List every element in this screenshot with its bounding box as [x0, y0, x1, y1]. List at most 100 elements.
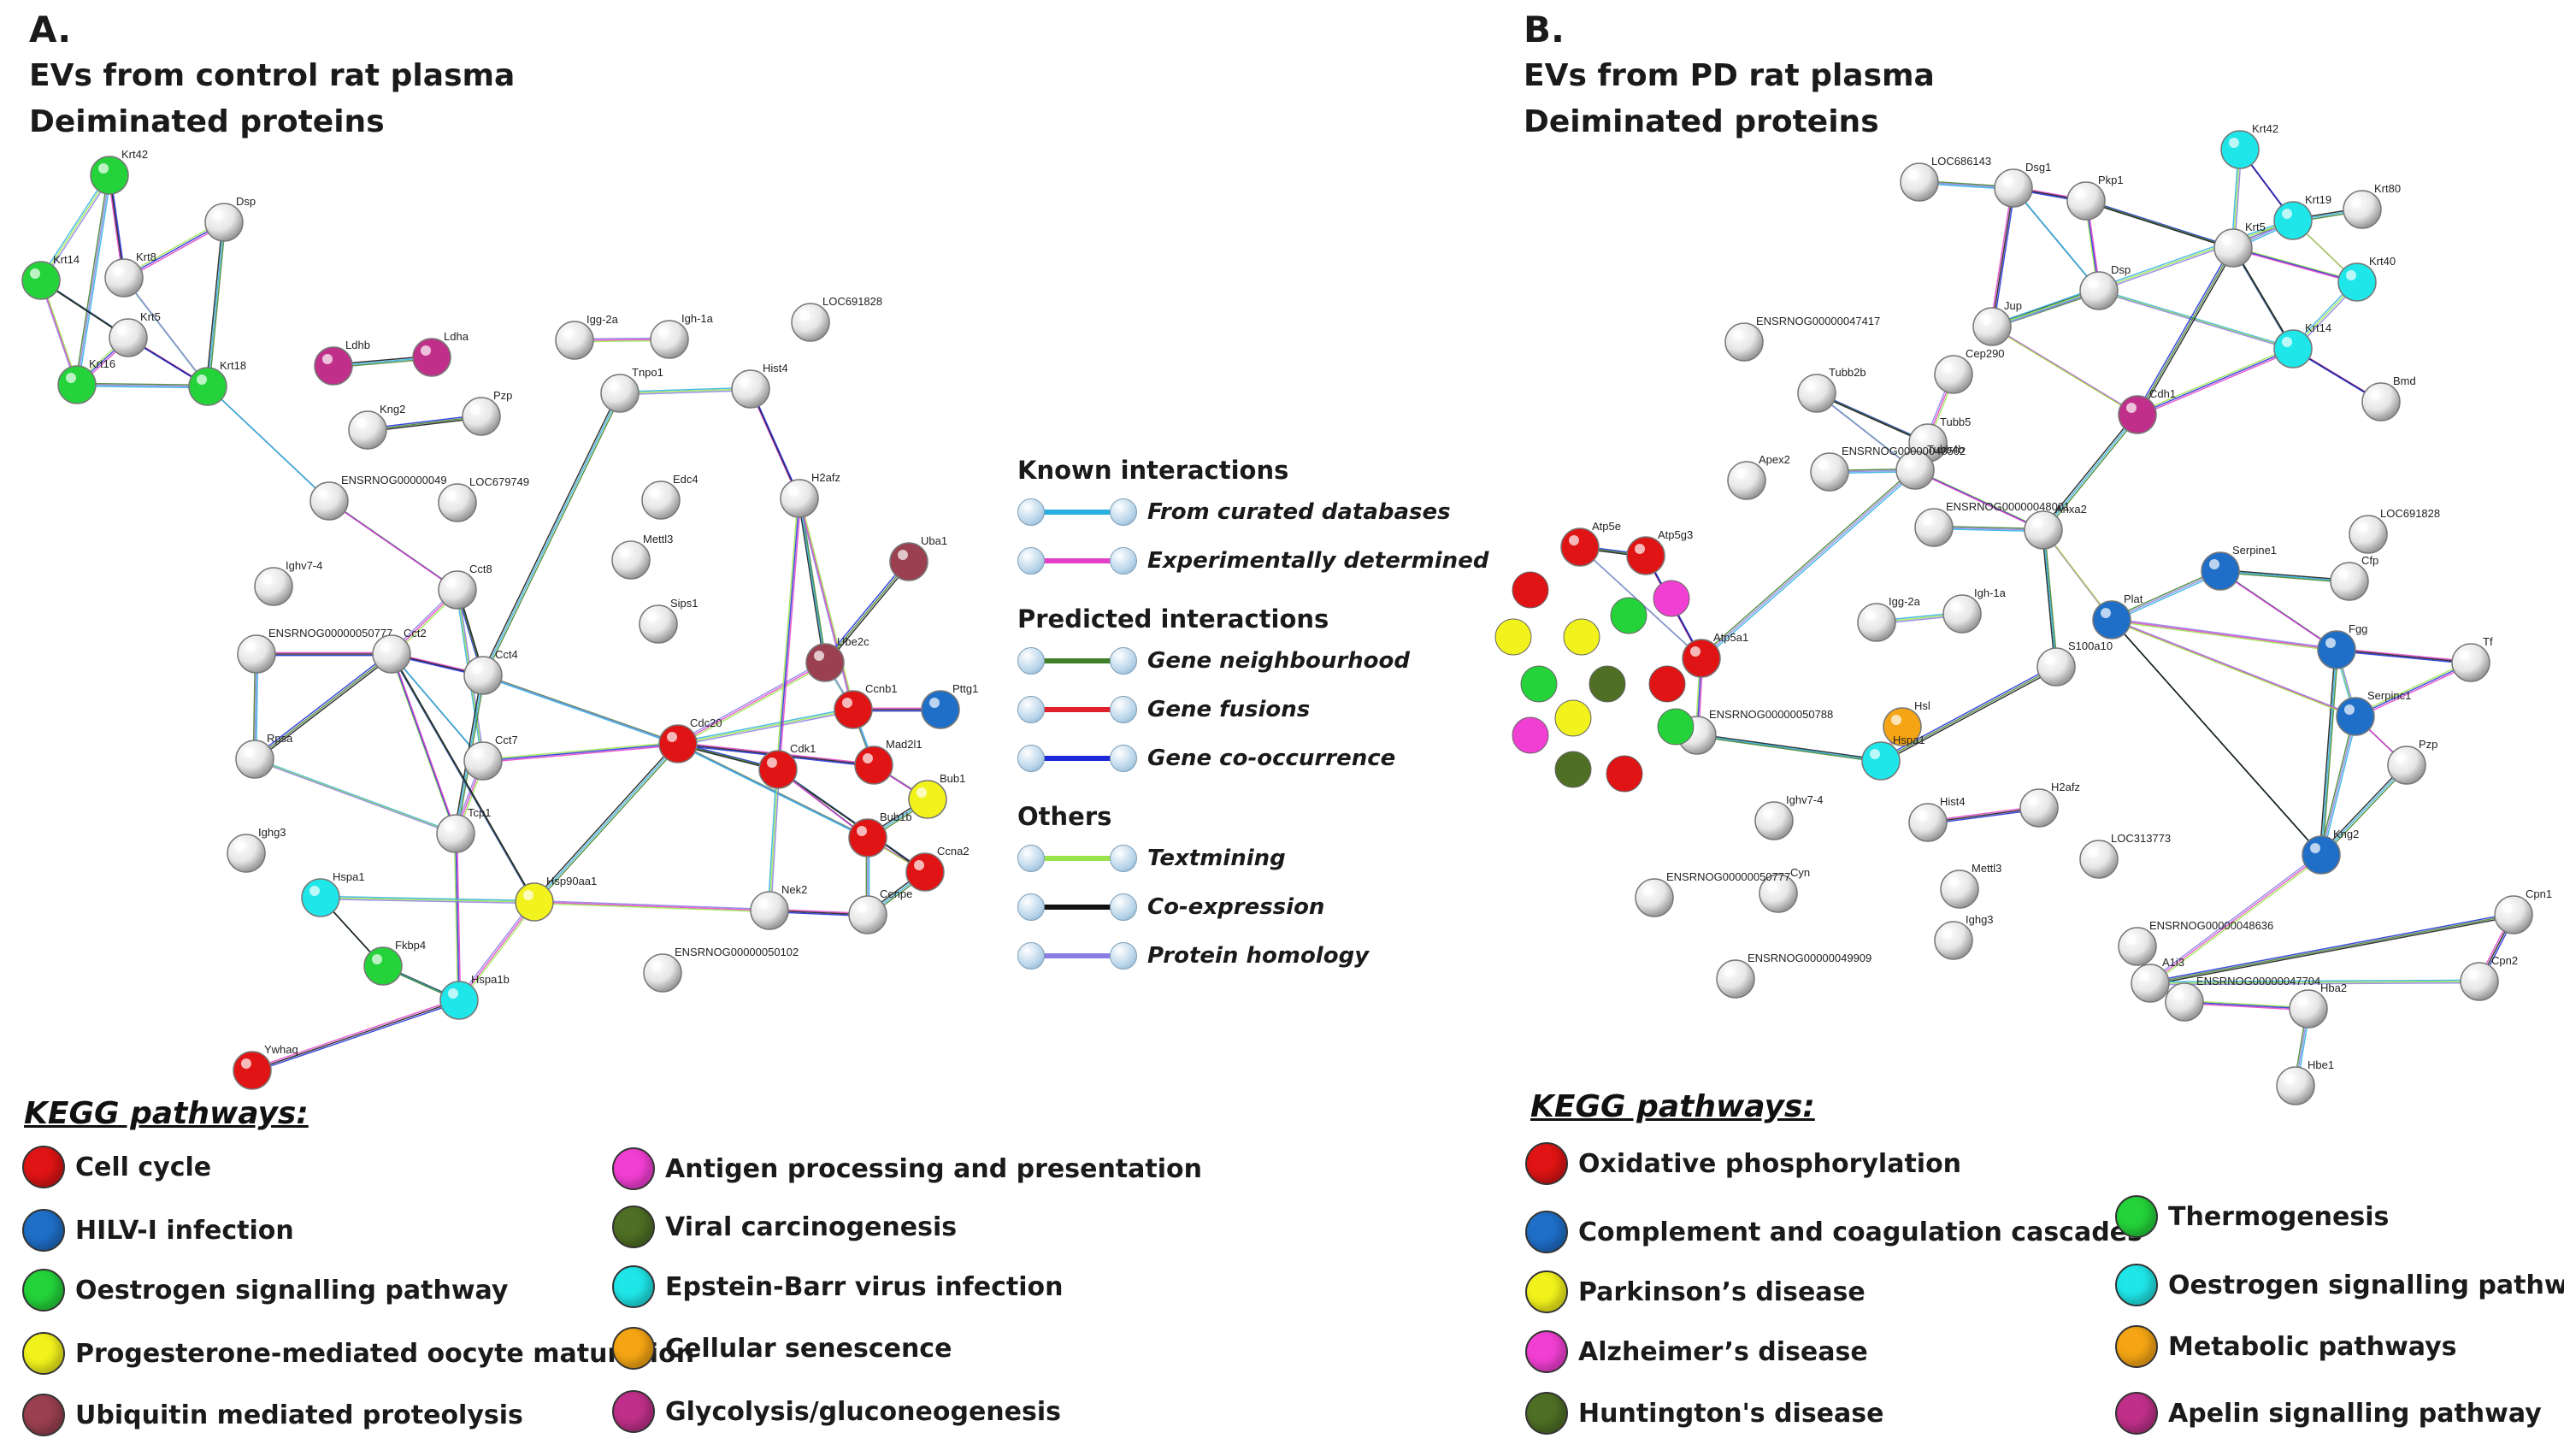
protein-node-ball[interactable] [1554, 751, 1592, 788]
protein-node[interactable]: Cenpe [848, 887, 912, 934]
protein-node-ball[interactable] [1994, 168, 2033, 208]
protein-node-ball[interactable] [2337, 262, 2377, 302]
protein-node[interactable]: Nek2 [750, 883, 807, 930]
protein-node[interactable]: Mettl3 [1940, 862, 2001, 909]
protein-node-ball[interactable] [2019, 788, 2059, 828]
protein-node[interactable]: Cct2 [372, 627, 427, 674]
protein-node[interactable]: Dsg1 [1994, 161, 2051, 208]
protein-node[interactable]: Sips1 [639, 597, 698, 644]
protein-node[interactable]: Krt42 [90, 148, 148, 195]
protein-node[interactable]: Tnpo1 [600, 366, 663, 413]
protein-node-ball[interactable] [1727, 461, 1766, 500]
protein-node-ball[interactable] [1942, 594, 1982, 634]
protein-node[interactable]: Krt18 [188, 359, 246, 406]
protein-node[interactable]: Jup [1972, 299, 2022, 346]
protein-node-ball[interactable] [1797, 374, 1836, 413]
protein-node[interactable]: Pzp [462, 389, 512, 436]
protein-node-ball[interactable] [1653, 580, 1690, 617]
protein-node[interactable]: LOC686143 [1900, 155, 1991, 202]
protein-node[interactable]: Atp5g3 [1626, 528, 1693, 575]
protein-node[interactable]: Cdk1 [758, 742, 816, 789]
protein-node-ball[interactable] [2131, 964, 2170, 1003]
protein-node[interactable]: ENSRNOG00000048636 [2118, 919, 2273, 966]
protein-node[interactable]: Igh-1a [1942, 587, 2007, 634]
protein-node[interactable]: Serpinc1 [2336, 689, 2411, 736]
protein-node-ball[interactable] [1682, 639, 1721, 678]
protein-node-ball[interactable] [1635, 878, 1674, 917]
protein-node[interactable]: Igg-2a [555, 313, 619, 360]
protein-node[interactable]: Cct7 [463, 734, 518, 781]
protein-node-ball[interactable] [2036, 647, 2076, 687]
protein-node[interactable]: ENSRNOG00000048502 [1810, 445, 1966, 492]
protein-node[interactable]: ENSRNOG00000050777 [1635, 870, 1790, 917]
protein-node[interactable]: Krt14 [2273, 321, 2331, 368]
protein-node[interactable]: Ldhb [314, 339, 370, 386]
protein-node-ball[interactable] [1494, 618, 1532, 656]
protein-node[interactable]: Ighv7-4 [1754, 793, 1823, 840]
protein-node[interactable]: Hba2 [2289, 981, 2347, 1029]
protein-node[interactable]: Ighg3 [227, 826, 286, 873]
protein-node[interactable]: Bub1b [848, 811, 912, 858]
protein-node[interactable]: Kng2 [2302, 828, 2359, 875]
protein-node[interactable]: Plat [2092, 592, 2143, 640]
protein-node-ball[interactable] [1940, 869, 1979, 909]
protein-node-ball[interactable] [2451, 643, 2490, 682]
protein-node[interactable]: Tcp1 [436, 806, 491, 853]
protein-node[interactable]: Atp5a1 [1682, 631, 1748, 678]
protein-node-ball[interactable] [2302, 835, 2341, 875]
protein-node[interactable]: ENSRNOG00000050102 [643, 946, 799, 993]
protein-node[interactable]: Pttg1 [921, 682, 978, 729]
protein-node-ball[interactable] [2276, 1066, 2315, 1105]
protein-node-ball[interactable] [1512, 571, 1549, 609]
protein-node-ball[interactable] [2213, 228, 2253, 268]
protein-node-ball[interactable] [2201, 551, 2240, 591]
protein-node[interactable]: Hist4 [731, 362, 788, 409]
protein-node[interactable]: Ighv7-4 [254, 559, 322, 606]
protein-node-ball[interactable] [2494, 895, 2533, 934]
protein-node[interactable]: ENSRNOG00000047704 [2165, 975, 2320, 1022]
protein-node[interactable]: Hsl [1883, 699, 1930, 746]
protein-node-ball[interactable] [2273, 329, 2313, 368]
protein-node[interactable]: Hbe1 [2276, 1058, 2334, 1105]
protein-node[interactable]: Cct4 [463, 648, 518, 695]
protein-node[interactable]: Tf [2451, 635, 2493, 682]
protein-node[interactable]: Atp5e [1560, 520, 1621, 567]
protein-node-ball[interactable] [2330, 562, 2369, 601]
protein-node[interactable]: Edc4 [641, 473, 698, 520]
protein-node[interactable]: Hspa1b [439, 973, 510, 1020]
protein-node-ball[interactable] [2273, 201, 2313, 240]
protein-node-ball[interactable] [2220, 130, 2260, 169]
protein-node-ball[interactable] [2118, 927, 2157, 966]
protein-node[interactable]: Cdh1 [2118, 387, 2176, 434]
protein-node[interactable]: Cfp [2330, 554, 2378, 601]
protein-node[interactable]: ENSRNOG00000049909 [1716, 952, 1871, 999]
protein-node[interactable]: Tubb2b [1797, 366, 1866, 413]
protein-node-ball[interactable] [1914, 508, 1954, 547]
protein-node-ball[interactable] [2092, 600, 2131, 640]
protein-node[interactable]: Pzp [2387, 738, 2437, 785]
protein-node[interactable]: Anxa2 [2024, 503, 2087, 550]
protein-node[interactable]: Hspa1 [1861, 734, 1925, 781]
protein-node-ball[interactable] [1520, 665, 1558, 703]
protein-node[interactable]: ENSRNOG00000048001 [1914, 500, 2070, 547]
protein-node-ball[interactable] [2289, 989, 2328, 1029]
protein-node[interactable]: ENSRNOG00000047417 [1724, 315, 1880, 362]
protein-node-ball[interactable] [1512, 716, 1549, 754]
protein-node[interactable]: Krt16 [57, 357, 115, 404]
protein-node-ball[interactable] [2361, 382, 2401, 421]
protein-node[interactable]: A1i3 [2131, 956, 2184, 1003]
protein-node[interactable]: Pkp1 [2066, 174, 2124, 221]
protein-node[interactable]: Cyn [1759, 866, 1810, 913]
protein-node[interactable]: ENSRNOG00000049 [309, 474, 447, 521]
protein-node[interactable]: Hsp90aa1 [515, 875, 597, 922]
protein-node[interactable]: Krt14 [21, 253, 80, 300]
protein-node[interactable]: H2afz [2019, 781, 2080, 828]
protein-node-ball[interactable] [1563, 618, 1600, 656]
protein-node[interactable]: Hspa1 [301, 870, 365, 917]
protein-node-ball[interactable] [2079, 840, 2119, 879]
protein-node[interactable]: Apex2 [1727, 453, 1790, 500]
protein-node-ball[interactable] [2460, 962, 2499, 1001]
protein-node[interactable]: Krt19 [2273, 193, 2331, 240]
protein-node[interactable]: Krt42 [2220, 122, 2278, 169]
protein-node-ball[interactable] [1861, 741, 1901, 781]
